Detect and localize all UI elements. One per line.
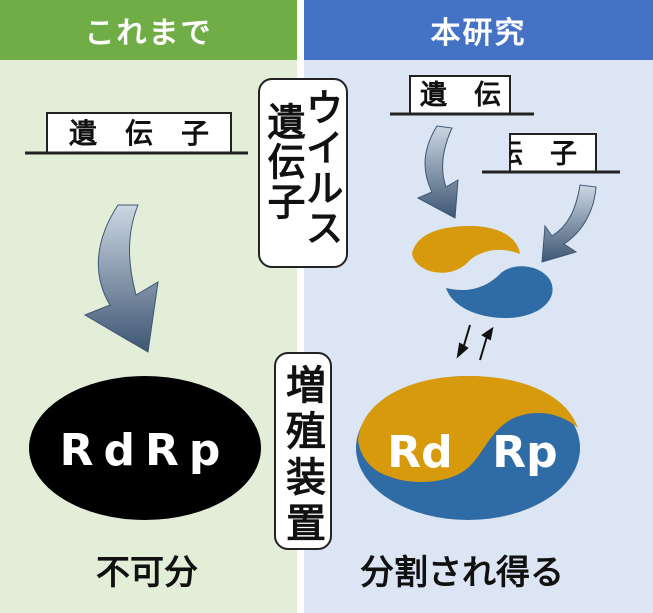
left-rdrp-ellipse [29,376,261,520]
right-gene-1: 遺 伝 [390,75,534,116]
virus-label-col-1: ウイルス [299,88,343,248]
right-gene-1-label: 遺 伝 [420,80,501,111]
right-header: 本研究 [304,0,653,60]
left-caption: 不可分 [96,553,198,593]
right-blue-half [446,266,553,318]
right-rp-label: Rp [492,427,557,478]
left-rdrp-label: RdRp [60,425,231,476]
replication-device-box: 増殖装置 [274,352,332,550]
right-gene-2: 伝 子 [482,133,620,174]
right-gene-2-label: 伝 子 [496,139,577,170]
right-rdrp-ellipse [356,376,580,520]
left-gene-label: 遺 伝 子 [69,117,209,150]
right-orange-half [412,226,520,273]
left-arrow [83,204,159,353]
left-gene: 遺 伝 子 [25,112,248,155]
virus-gene-box: ウイルス 遺伝子 [258,78,348,268]
device-label: 増殖装置 [279,364,325,548]
right-caption: 分割され得る [360,553,564,593]
equilibrium-arrows [456,324,494,361]
right-arrow-2 [541,184,597,263]
right-rd-label: Rd [387,427,452,478]
virus-label-col-2: 遺伝子 [261,102,305,222]
right-arrow-1 [416,125,459,219]
left-header: これまで [0,0,297,60]
